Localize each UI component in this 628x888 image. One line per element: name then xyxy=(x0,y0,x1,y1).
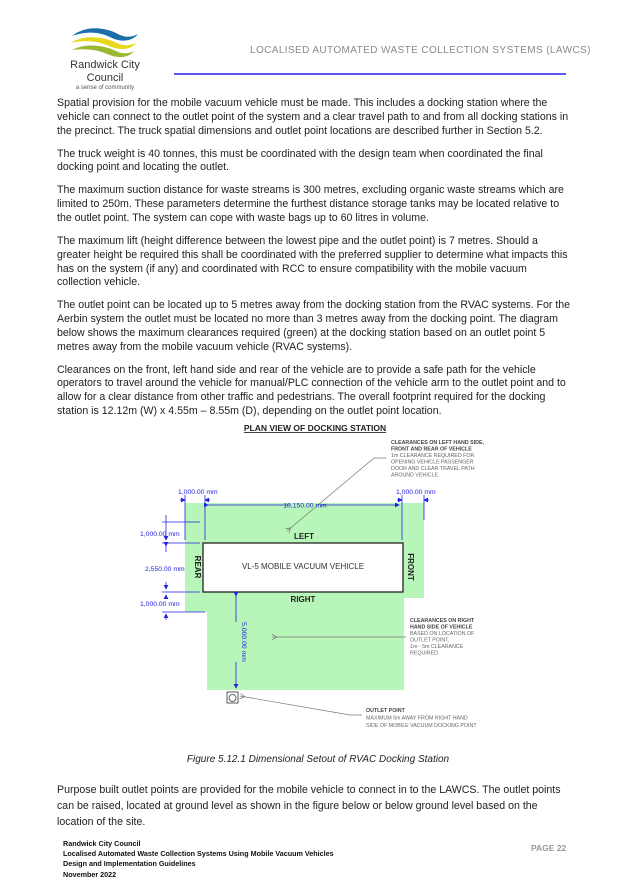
dim-front-clearance: 1,000.00 mm xyxy=(396,489,436,496)
svg-text:1m - 5m CLEARANCE: 1m - 5m CLEARANCE xyxy=(410,644,464,650)
svg-text:HAND SIDE OF VEHICLE: HAND SIDE OF VEHICLE xyxy=(410,625,473,631)
svg-text:AROUND VEHICLE.: AROUND VEHICLE. xyxy=(391,473,440,479)
dim-outlet-distance: 5,000.00 mm xyxy=(240,622,247,662)
paragraph: Purpose built outlet points are provided… xyxy=(57,784,561,828)
figure-caption: Figure 5.12.1 Dimensional Setout of RVAC… xyxy=(186,754,450,765)
footer-line: Design and Implementation Guidelines xyxy=(63,859,196,869)
dim-vehicle-width: 2,550.00 mm xyxy=(145,566,185,573)
body-text: Spatial provision for the mobile vacuum … xyxy=(57,97,572,428)
leader-line xyxy=(240,696,362,716)
svg-text:DOOR AND CLEAR TRAVEL PATH: DOOR AND CLEAR TRAVEL PATH xyxy=(391,466,475,472)
svg-text:BASED ON LOCATION OF: BASED ON LOCATION OF xyxy=(410,631,475,637)
svg-text:1m CLEARANCE REQUIRED FOR: 1m CLEARANCE REQUIRED FOR xyxy=(391,453,474,459)
logo-waves-icon xyxy=(70,28,138,58)
paragraph: Clearances on the front, left hand side … xyxy=(57,363,566,418)
logo-name-line1: Randwick City xyxy=(70,59,140,71)
footer-line: Localised Automated Waste Collection Sys… xyxy=(63,849,334,859)
vehicle-label: VL-5 MOBILE VACUUM VEHICLE xyxy=(242,562,364,571)
svg-text:OUTLET POINT: OUTLET POINT xyxy=(366,708,406,714)
footer: Randwick City Council Localised Automate… xyxy=(63,839,334,880)
outlet-point-icon xyxy=(226,691,239,704)
svg-text:MAXIMUM 5m AWAY FROM RIGHT HAN: MAXIMUM 5m AWAY FROM RIGHT HAND xyxy=(366,716,468,722)
svg-text:FRONT AND REAR OF VEHICLE: FRONT AND REAR OF VEHICLE xyxy=(391,447,472,453)
randwick-council-logo: Randwick City Council a sense of communi… xyxy=(62,22,148,94)
logo-name-line2: Council xyxy=(86,72,124,84)
vehicle-outline xyxy=(202,542,404,593)
leader-line xyxy=(287,457,386,531)
logo-tagline: a sense of community xyxy=(75,85,135,91)
label-left: LEFT xyxy=(294,532,314,541)
svg-text:CLEARANCES ON RIGHT: CLEARANCES ON RIGHT xyxy=(410,618,475,624)
svg-text:REQUIRED.: REQUIRED. xyxy=(410,651,439,657)
note-outlet-point: OUTLET POINT MAXIMUM 5m AWAY FROM RIGHT … xyxy=(366,708,477,729)
svg-text:CLEARANCES ON LEFT HAND SIDE,: CLEARANCES ON LEFT HAND SIDE, xyxy=(391,440,485,446)
label-right: RIGHT xyxy=(291,595,316,604)
dimension-lines xyxy=(162,495,429,689)
dim-rear-clearance: 1,000.00 mm xyxy=(178,489,218,496)
header-divider xyxy=(174,73,566,75)
diagram-title: PLAN VIEW OF DOCKING STATION xyxy=(244,423,386,433)
paragraph: The maximum suction distance for waste s… xyxy=(57,184,564,224)
paragraph: The outlet point can be located up to 5 … xyxy=(57,299,571,353)
footer-line: Randwick City Council xyxy=(63,839,141,848)
label-front: FRONT xyxy=(406,553,415,581)
dim-vehicle-length: 10,150.00 mm xyxy=(283,503,327,510)
note-left-clearance: CLEARANCES ON LEFT HAND SIDE, FRONT AND … xyxy=(391,440,485,479)
header-title: LOCALISED AUTOMATED WASTE COLLECTION SYS… xyxy=(250,45,591,56)
note-right-clearance: CLEARANCES ON RIGHT HAND SIDE OF VEHICLE… xyxy=(410,618,475,657)
dim-left-clearance: 1,000.00 mm xyxy=(140,531,180,538)
paragraph: The maximum lift (height difference betw… xyxy=(57,234,568,289)
svg-text:SIDE OF MOBILE VACUUM DOCKING: SIDE OF MOBILE VACUUM DOCKING POINT xyxy=(366,723,477,729)
paragraph: The truck weight is 40 tonnes, this must… xyxy=(57,147,543,174)
footer-line: November 2022 xyxy=(63,869,117,879)
dim-right-clearance: 1,000.00 mm xyxy=(140,601,180,608)
svg-text:OUTLET POINT.: OUTLET POINT. xyxy=(410,638,449,644)
svg-text:OPENING VEHICLE PASSENGER: OPENING VEHICLE PASSENGER xyxy=(391,460,474,466)
label-rear: REAR xyxy=(193,556,202,579)
page-number: PAGE 22 xyxy=(531,843,567,853)
paragraph: Spatial provision for the mobile vacuum … xyxy=(57,97,569,137)
